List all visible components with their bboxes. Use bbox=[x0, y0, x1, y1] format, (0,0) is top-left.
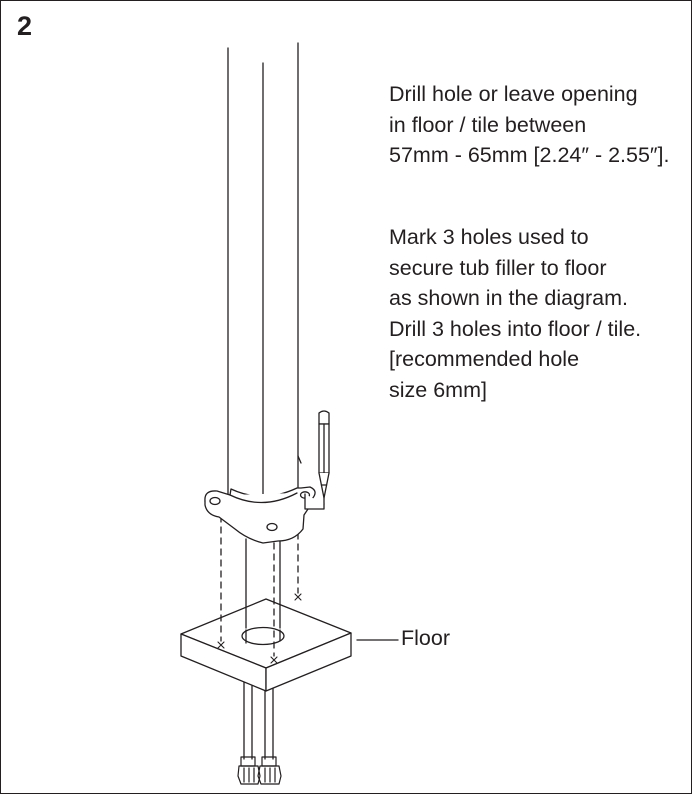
step-number: 2 bbox=[17, 11, 33, 41]
instruction-line: size 6mm] bbox=[389, 377, 487, 402]
opening-size-instruction: Drill hole or leave opening in floor / t… bbox=[389, 79, 670, 171]
mounting-holes-instruction: Mark 3 holes used to secure tub filler t… bbox=[389, 222, 641, 405]
floor-label: Floor bbox=[401, 626, 450, 650]
instruction-line: 57mm - 65mm [2.24″ - 2.55″]. bbox=[389, 143, 670, 167]
floor-opening bbox=[242, 628, 284, 645]
pencil-icon bbox=[305, 411, 329, 509]
tub-filler-column bbox=[228, 43, 301, 525]
instruction-line: Drill 3 holes into floor / tile. bbox=[389, 316, 642, 341]
instruction-line: Drill hole or leave opening bbox=[389, 82, 638, 106]
instruction-line: [recommended hole bbox=[389, 347, 580, 371]
instruction-line: as shown in the diagram. bbox=[389, 286, 629, 310]
mounting-flange bbox=[205, 487, 315, 543]
instruction-line: secure tub filler to floor bbox=[389, 255, 607, 280]
hole-marks bbox=[218, 594, 301, 663]
pipe-fittings bbox=[238, 757, 281, 784]
instruction-line: Mark 3 holes used to bbox=[389, 225, 589, 249]
riser-pipes bbox=[246, 539, 280, 628]
pipes-through-opening bbox=[246, 630, 280, 643]
instruction-line: in floor / tile between bbox=[389, 112, 587, 137]
